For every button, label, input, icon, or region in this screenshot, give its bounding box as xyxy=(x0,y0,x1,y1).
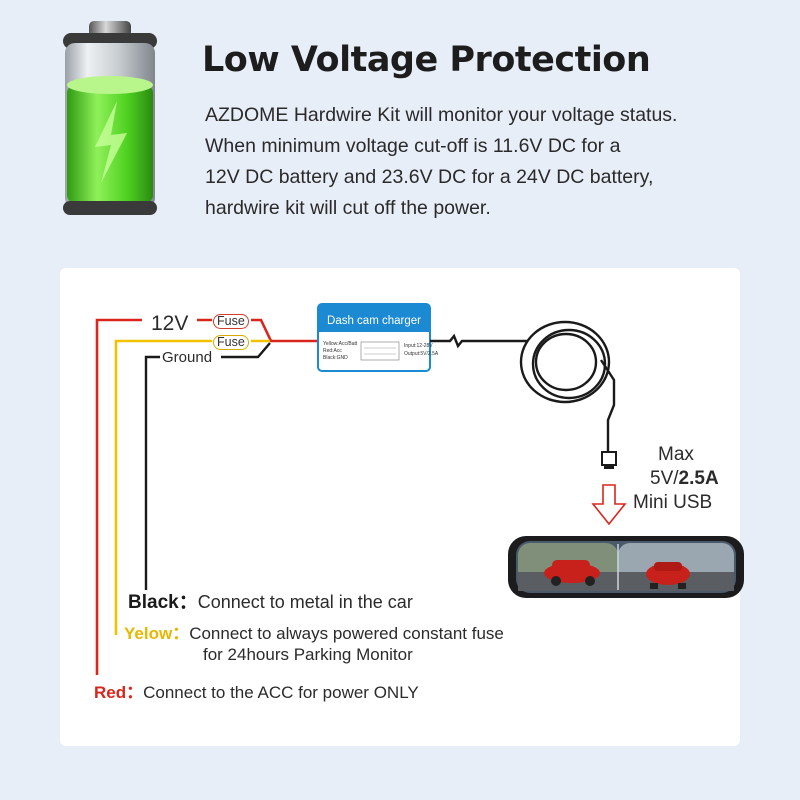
charger-spec-line: Input:12-28V xyxy=(404,343,433,349)
red-wire xyxy=(95,318,318,675)
charger-legend-line: Yellow:Acc/Batt xyxy=(323,341,358,347)
legend-yellow: Yelow：Connect to always powered constant… xyxy=(124,623,504,665)
down-arrow-icon xyxy=(591,484,627,526)
yellow-wire xyxy=(114,339,270,635)
max-label: Max xyxy=(658,444,694,465)
legend-key-yellow: Yelow： xyxy=(124,624,190,643)
legend-text-red: Connect to the ACC for power ONLY xyxy=(143,683,419,702)
mirror-dashcam-image xyxy=(508,536,744,598)
charger-title: Dash cam charger xyxy=(327,315,421,327)
legend-red: Red：Connect to the ACC for power ONLY xyxy=(94,678,419,703)
description: AZDOME Hardwire Kit will monitor your vo… xyxy=(205,100,785,224)
dash-cam-charger: Dash cam charger Yellow:Acc/Batt Red:Acc… xyxy=(317,303,439,372)
charging-battery-icon xyxy=(63,21,157,215)
description-line: 12V DC battery and 23.6V DC for a 24V DC… xyxy=(205,166,654,188)
description-line: When minimum voltage cut-off is 11.6V DC… xyxy=(205,135,621,157)
charger-legend-line: Red:Acc xyxy=(323,348,342,354)
legend-key-black: Black： xyxy=(128,592,198,613)
output-rating: 5V/2.5A xyxy=(650,468,719,490)
mini-usb-plug-icon xyxy=(601,451,617,466)
fuse-label: Fuse xyxy=(213,314,249,329)
voltage-label: 12V xyxy=(151,312,189,335)
ground-label: Ground xyxy=(162,349,213,366)
rating-current: 2.5A xyxy=(678,468,719,489)
legend-text-yellow: Connect to always powered constant fuse xyxy=(189,624,504,643)
fuse-label: Fuse xyxy=(213,335,249,350)
description-line: AZDOME Hardwire Kit will monitor your vo… xyxy=(205,104,678,126)
charger-spec-line: Output:5V/2.5A xyxy=(404,351,439,357)
page-title: Low Voltage Protection xyxy=(202,40,651,80)
description-line: hardwire kit will cut off the power. xyxy=(205,197,491,219)
legend-black: Black：Connect to metal in the car xyxy=(128,587,413,614)
legend-text-black: Connect to metal in the car xyxy=(197,592,413,612)
legend-key-red: Red： xyxy=(94,683,144,702)
connector-label: Mini USB xyxy=(633,492,713,513)
rating-voltage: 5V/ xyxy=(650,468,679,489)
cable-coil xyxy=(519,320,611,404)
charger-legend-line: Black:GND xyxy=(323,355,348,361)
output-cable xyxy=(430,333,528,349)
black-wire xyxy=(144,342,271,590)
legend-text-yellow-line2: for 24hours Parking Monitor xyxy=(203,645,413,664)
